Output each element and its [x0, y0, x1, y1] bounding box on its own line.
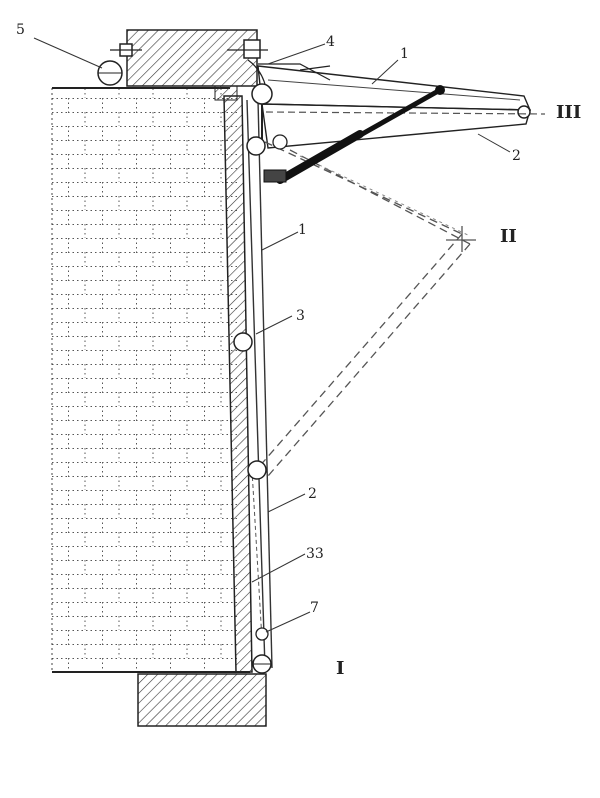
- label-position-I: I: [336, 658, 344, 679]
- label-33: 33: [306, 546, 324, 562]
- label-7: 7: [310, 600, 319, 616]
- brick-wall: [51, 87, 250, 673]
- gas-spring-strut: [263, 85, 445, 184]
- label-2-bottom: 2: [308, 486, 317, 502]
- strut-cylinder: [276, 130, 364, 184]
- lintel-block: [126, 29, 258, 87]
- panel-state-III: [257, 63, 546, 149]
- label-1-top: 1: [400, 46, 409, 62]
- labels: 5 4 1 III 2 II 1 3 2 33 7 I: [16, 22, 581, 679]
- label-1-mid: 1: [298, 222, 307, 238]
- leader-lines: [33, 37, 511, 633]
- strut-pivot: [435, 85, 445, 95]
- rail-state-I: [246, 90, 273, 669]
- hinge-III: [517, 105, 531, 119]
- hatched-structure: [126, 29, 267, 727]
- sill-block: [137, 673, 267, 727]
- label-2-top: 2: [512, 148, 521, 164]
- roller-upper-small: [272, 134, 288, 150]
- roller-top: [251, 83, 273, 105]
- roller-mid: [247, 460, 267, 480]
- roller-upper: [246, 136, 266, 156]
- roller-7: [255, 627, 269, 641]
- panel-1-open: [257, 65, 532, 111]
- label-3: 3: [296, 308, 305, 324]
- bracket-4: [243, 39, 261, 59]
- corner-block: [214, 85, 238, 101]
- strut-mount: [263, 169, 287, 183]
- rail-rollers: [233, 83, 288, 674]
- label-5: 5: [16, 22, 25, 38]
- roller-3: [233, 332, 253, 352]
- panel-2-open: [261, 103, 531, 149]
- panel-state-II: [257, 141, 476, 477]
- label-position-II: II: [500, 226, 517, 247]
- label-4: 4: [326, 34, 335, 50]
- top-fixtures: [97, 39, 268, 89]
- label-position-III: III: [556, 102, 581, 123]
